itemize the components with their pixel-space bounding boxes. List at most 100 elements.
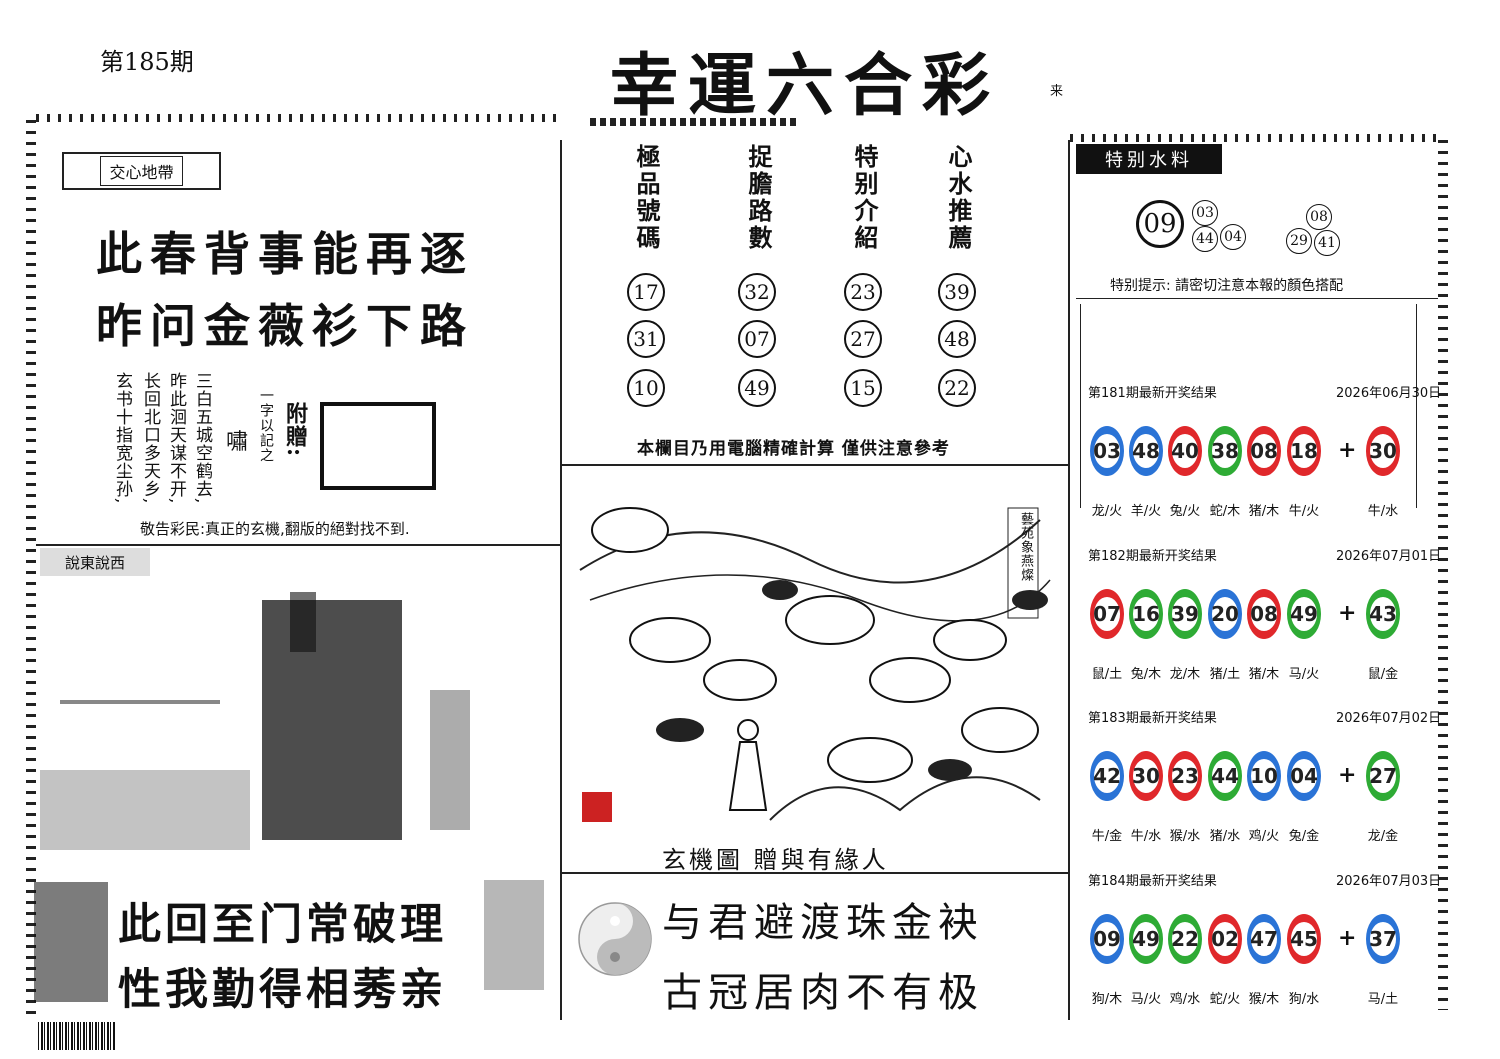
- gift-label: 附贈:: [282, 402, 308, 458]
- poem-line-2: 性我勤得相莠亲: [118, 965, 447, 1015]
- title-ornament: [590, 118, 800, 126]
- lottery-ball: 07: [1090, 589, 1124, 639]
- lottery-ball: 48: [1129, 426, 1163, 476]
- divider: [1076, 298, 1438, 299]
- issue-number: 第185期: [100, 48, 194, 76]
- zodiac-label: 龙/木: [1169, 667, 1201, 682]
- special-number: 44: [1192, 226, 1218, 252]
- calculation-note: 本欄目乃用電腦精確計算 僅供注意參考: [637, 439, 950, 459]
- scan-noise: [430, 690, 470, 830]
- divider: [560, 140, 562, 1020]
- lottery-ball: 30: [1129, 751, 1163, 801]
- lottery-ball: 18: [1287, 426, 1321, 476]
- plus-icon: +: [1338, 600, 1357, 626]
- zodiac-label: 蛇/木: [1209, 504, 1241, 519]
- zodiac-label: 鼠/土: [1091, 667, 1123, 682]
- draw-label: 第181期最新开奖结果: [1088, 386, 1217, 401]
- zodiac-label: 鸡/火: [1248, 829, 1280, 844]
- zodiac-label: 猪/木: [1248, 504, 1280, 519]
- lottery-ball: 39: [1168, 589, 1202, 639]
- zodiac-label: 鼠/金: [1367, 667, 1399, 682]
- section-banner: 交心地帶: [62, 152, 221, 190]
- verse-col: 长回北口多天乡,: [140, 372, 160, 505]
- zodiac-label: 蛇/火: [1209, 992, 1241, 1007]
- column-head: 心水推薦: [944, 144, 973, 252]
- gift-box: [320, 402, 436, 490]
- right-poem-line-2: 古冠居肉不有极: [662, 970, 984, 1016]
- right-poem-line-1: 与君避渡珠金袂: [662, 900, 984, 946]
- number-circle: 17: [627, 273, 665, 311]
- lottery-ball: 08: [1247, 426, 1281, 476]
- lottery-ball: 16: [1129, 589, 1163, 639]
- top-vine-border: [36, 114, 562, 122]
- zodiac-label: 狗/木: [1091, 992, 1123, 1007]
- draw-label: 第184期最新开奖结果: [1088, 874, 1217, 889]
- zodiac-label: 兔/木: [1130, 667, 1162, 682]
- lottery-ball: 04: [1287, 751, 1321, 801]
- lottery-ball: 23: [1168, 751, 1202, 801]
- scene-caption: 玄機圖 贈與有緣人: [662, 846, 889, 874]
- special-number: 29: [1286, 228, 1312, 254]
- zodiac-label: 兔/金: [1288, 829, 1320, 844]
- zodiac-label: 猴/水: [1169, 829, 1201, 844]
- special-number: 08: [1306, 204, 1332, 230]
- number-circle: 39: [938, 273, 976, 311]
- hint-label: 一字以記之: [258, 388, 274, 463]
- lottery-ball: 49: [1129, 914, 1163, 964]
- lottery-ball: 20: [1208, 589, 1242, 639]
- number-circle: 27: [844, 320, 882, 358]
- yin-yang-icon: [578, 902, 652, 976]
- number-circle: 31: [627, 320, 665, 358]
- lottery-ball: 37: [1366, 914, 1400, 964]
- number-circle: 07: [738, 320, 776, 358]
- zodiac-label: 牛/水: [1367, 504, 1399, 519]
- top-right-vine-border: [1070, 134, 1440, 142]
- zodiac-label: 牛/火: [1288, 504, 1320, 519]
- lottery-ball: 42: [1090, 751, 1124, 801]
- divider: [36, 544, 560, 546]
- barcode: [38, 1022, 116, 1050]
- seal-icon: [582, 792, 612, 822]
- draw-date: 2026年06月30日: [1336, 386, 1442, 401]
- draw-label: 第182期最新开奖结果: [1088, 549, 1217, 564]
- page-title: 幸運六合彩: [610, 46, 1001, 126]
- draw-date: 2026年07月03日: [1336, 874, 1442, 889]
- lottery-ball: 38: [1208, 426, 1242, 476]
- plus-icon: +: [1338, 925, 1357, 951]
- zodiac-label: 鸡/水: [1169, 992, 1201, 1007]
- scan-noise: [290, 592, 316, 652]
- divider: [562, 464, 1068, 466]
- verse-col: 昨此洄天谋不开,: [166, 372, 186, 505]
- lottery-ball: 47: [1247, 914, 1281, 964]
- draw-date: 2026年07月02日: [1336, 711, 1442, 726]
- zodiac-label: 马/火: [1130, 992, 1162, 1007]
- number-circle: 15: [844, 369, 882, 407]
- scan-noise: [484, 880, 544, 990]
- divider: [1068, 140, 1070, 1020]
- lottery-ball: 30: [1366, 426, 1400, 476]
- scan-noise: [40, 770, 250, 850]
- number-circle: 48: [938, 320, 976, 358]
- lottery-ball: 49: [1287, 589, 1321, 639]
- section-banner-2: 說東說西: [40, 548, 150, 576]
- scan-noise: [34, 882, 108, 1002]
- scene-inscription: 藝苑象燕燦: [1018, 512, 1033, 582]
- left-vine-border: [26, 120, 36, 1020]
- lottery-ball: 44: [1208, 751, 1242, 801]
- special-tag: 特别水料: [1076, 144, 1222, 174]
- verse-col: 三白五城空鹤去,: [192, 372, 212, 505]
- zodiac-label: 牛/金: [1091, 829, 1123, 844]
- zodiac-label: 猪/土: [1209, 667, 1241, 682]
- lottery-ball: 22: [1168, 914, 1202, 964]
- plus-icon: +: [1338, 762, 1357, 788]
- lottery-ball: 10: [1247, 751, 1281, 801]
- special-number: 03: [1192, 200, 1218, 226]
- plus-icon: +: [1338, 437, 1357, 463]
- lottery-ball: 09: [1090, 914, 1124, 964]
- headline-line-2: 昨问金薇衫下路: [96, 299, 474, 353]
- divider: [1416, 304, 1417, 508]
- zodiac-label: 兔/火: [1169, 504, 1201, 519]
- divider: [1080, 304, 1081, 508]
- zodiac-label: 狗/水: [1288, 992, 1320, 1007]
- draw-label: 第183期最新开奖结果: [1088, 711, 1217, 726]
